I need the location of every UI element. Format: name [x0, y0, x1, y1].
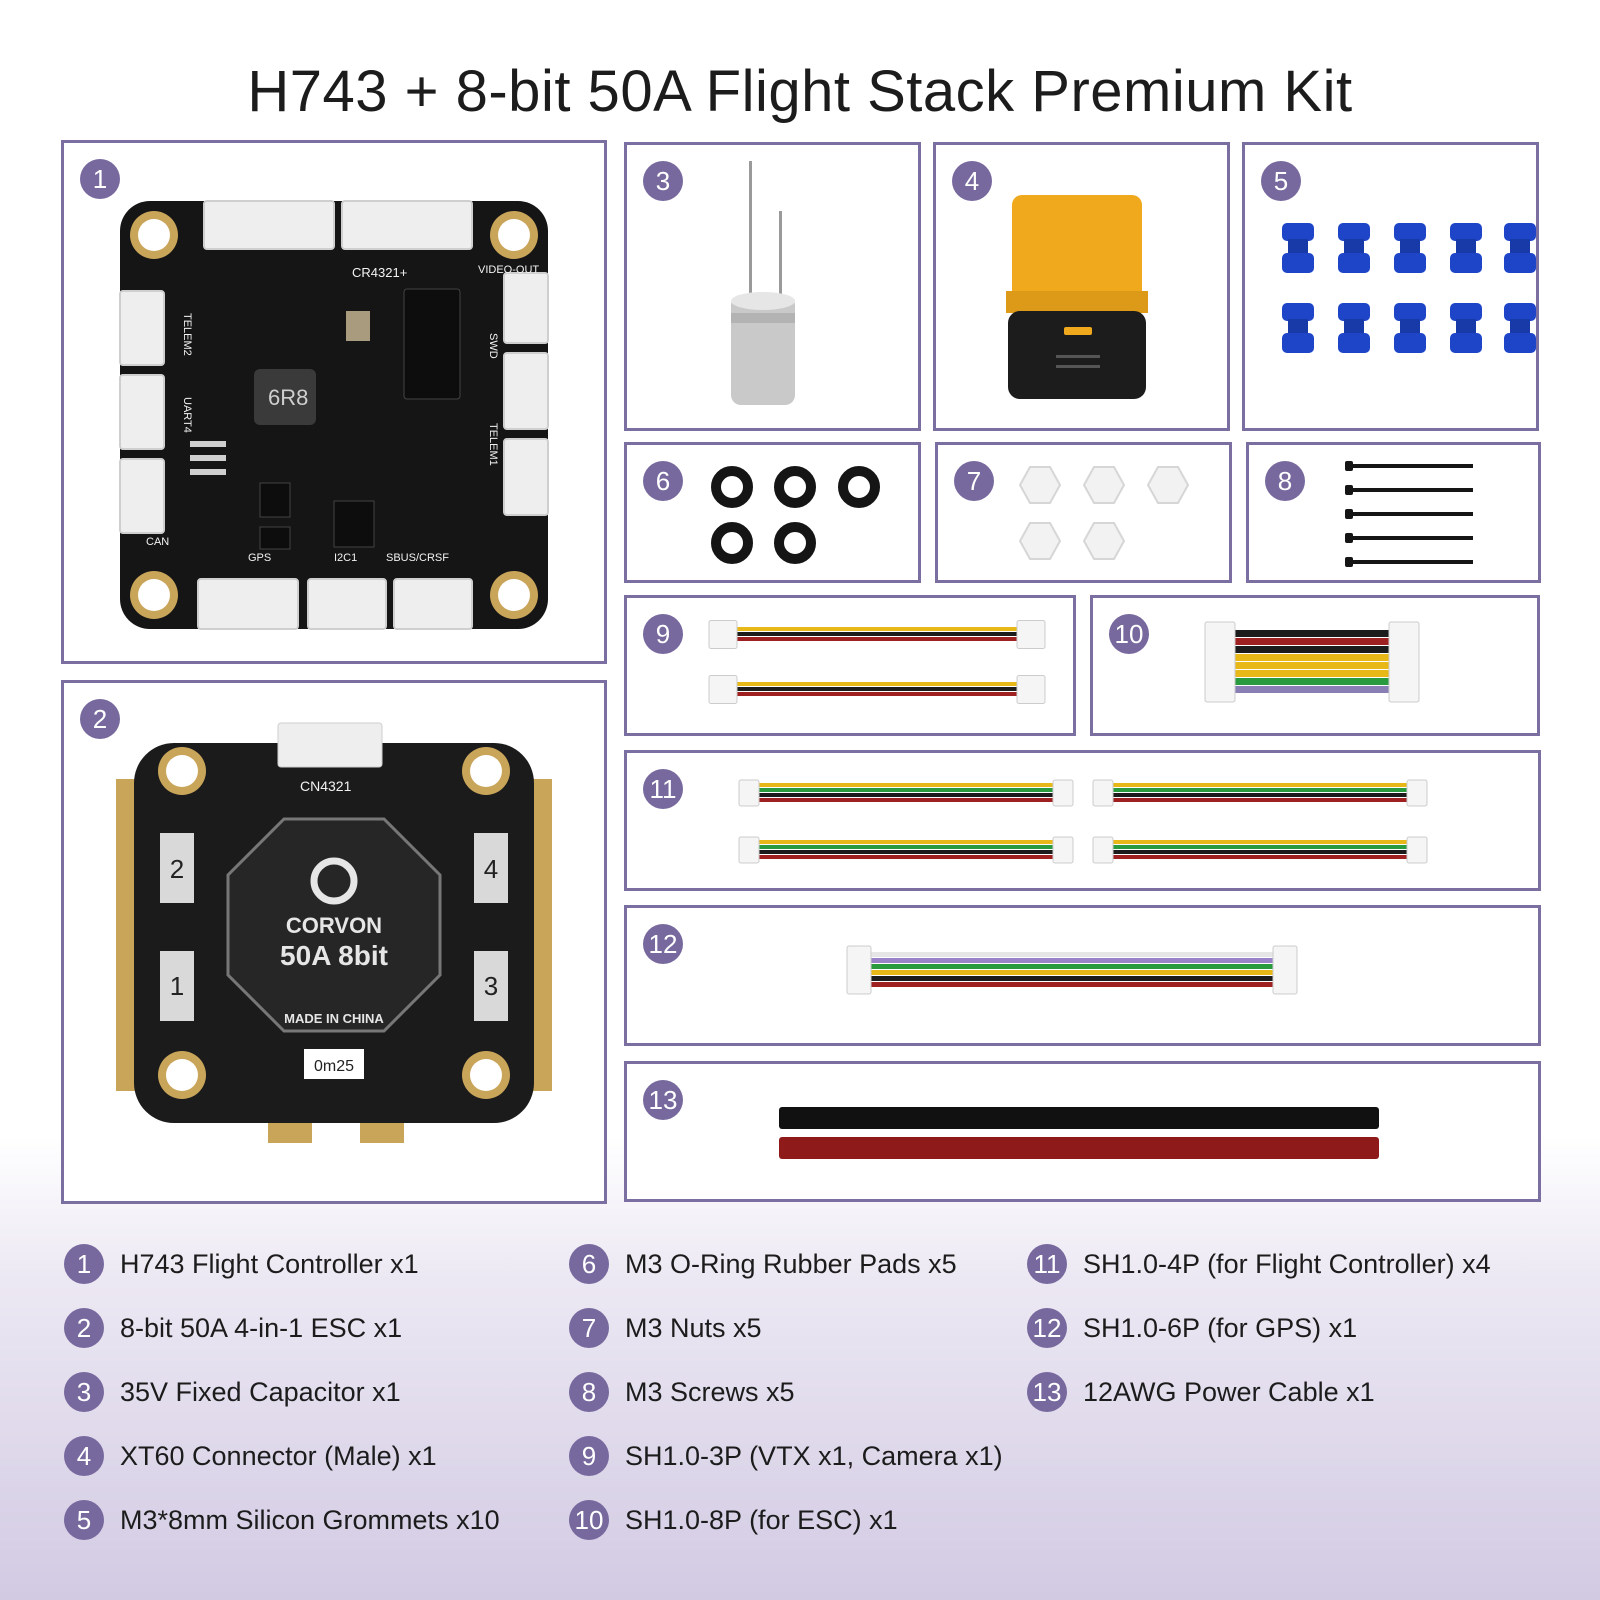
xt60-image [1006, 195, 1148, 399]
panel-1-badge: 1 [80, 159, 120, 199]
legend-badge: 8 [569, 1372, 609, 1412]
panel-cable-3p: 9 [624, 595, 1076, 736]
panel-10-badge: 10 [1109, 614, 1149, 654]
legend-text: SH1.0-8P (for ESC) x1 [625, 1504, 898, 1535]
legend-item-10: 10 SH1.0-8P (for ESC) x1 [569, 1500, 898, 1540]
silk-telem2: TELEM2 [181, 313, 193, 356]
panel-cable-6p: 12 [624, 905, 1541, 1046]
panel-2-badge: 2 [80, 699, 120, 739]
panel-12-badge: 12 [643, 924, 683, 964]
legend-badge: 9 [569, 1436, 609, 1476]
silk-can: CAN [146, 536, 169, 548]
legend-text: M3*8mm Silicon Grommets x10 [120, 1504, 500, 1535]
legend-item-13: 13 12AWG Power Cable x1 [1027, 1372, 1375, 1412]
legend-badge: 1 [64, 1244, 104, 1284]
screws-image [1345, 461, 1473, 567]
legend-item-8: 8 M3 Screws x5 [569, 1372, 795, 1412]
power-cable-image [779, 1107, 1379, 1159]
o-rings-image [711, 466, 880, 564]
legend-text: 8-bit 50A 4-in-1 ESC x1 [120, 1312, 403, 1343]
legend-text: 35V Fixed Capacitor x1 [120, 1376, 401, 1407]
panel-6-badge: 6 [643, 461, 683, 501]
legend-item-12: 12 SH1.0-6P (for GPS) x1 [1027, 1308, 1357, 1348]
silk-telem1: TELEM1 [487, 423, 499, 466]
legend-item-5: 5 M3*8mm Silicon Grommets x10 [64, 1500, 500, 1540]
esc-pad-2: 2 [170, 854, 184, 884]
legend-item-2: 2 8-bit 50A 4-in-1 ESC x1 [64, 1308, 402, 1348]
legend-badge: 12 [1027, 1308, 1067, 1348]
panel-cable-8p: 10 [1090, 595, 1540, 736]
page-title: H743 + 8-bit 50A Flight Stack Premium Ki… [247, 59, 1353, 124]
legend-item-11: 11 SH1.0-4P (for Flight Controller) x4 [1027, 1244, 1491, 1284]
legend-badge: 5 [64, 1500, 104, 1540]
legend-item-9: 9 SH1.0-3P (VTX x1, Camera x1) [569, 1436, 1003, 1476]
legend-badge: 11 [1027, 1244, 1067, 1284]
esc-rating: 50A 8bit [280, 940, 388, 971]
legend-text: H743 Flight Controller x1 [120, 1248, 419, 1279]
legend-item-1: 1 H743 Flight Controller x1 [64, 1244, 419, 1284]
esc-pad-1: 1 [170, 971, 184, 1001]
panel-8-badge: 8 [1265, 461, 1305, 501]
legend-badge: 13 [1027, 1372, 1067, 1412]
panel-screws: 8 [1246, 442, 1541, 583]
legend-item-6: 6 M3 O-Ring Rubber Pads x5 [569, 1244, 957, 1284]
legend-item-7: 7 M3 Nuts x5 [569, 1308, 762, 1348]
cable-3p-image [708, 620, 1046, 704]
panel-esc: CN4321 CORVON 50A 8bit MADE IN CHINA 2 4… [61, 680, 607, 1204]
esc-cap-label: 0m25 [314, 1058, 354, 1075]
esc-pad-4: 4 [484, 854, 498, 884]
capacitor-image [731, 161, 795, 405]
silk-inductor: 6R8 [268, 385, 308, 410]
panel-flight-controller: CR4321+ VIDEO-OUT TELEM2 UART4 CAN GPS I… [61, 140, 607, 664]
panel-xt60: 4 [933, 142, 1230, 431]
panel-4-badge: 4 [952, 161, 992, 201]
cable-6p-image [846, 945, 1298, 995]
panel-power-cable: 13 [624, 1061, 1541, 1202]
silk-gps: GPS [248, 552, 271, 564]
esc-image: CN4321 CORVON 50A 8bit MADE IN CHINA 2 4… [116, 722, 552, 1143]
legend-text: SH1.0-3P (VTX x1, Camera x1) [625, 1440, 1003, 1471]
panel-o-rings: 6 [624, 442, 921, 583]
legend-text: SH1.0-4P (for Flight Controller) x4 [1083, 1248, 1491, 1279]
legend-text: M3 Nuts x5 [625, 1312, 762, 1343]
panel-nuts: 7 [935, 442, 1232, 583]
esc-made-in: MADE IN CHINA [284, 1011, 384, 1026]
legend-text: XT60 Connector (Male) x1 [120, 1440, 437, 1471]
panel-13-badge: 13 [643, 1080, 683, 1120]
panel-7-badge: 7 [954, 461, 994, 501]
legend-text: M3 Screws x5 [625, 1376, 795, 1407]
panel-9-badge: 9 [643, 614, 683, 654]
cable-8p-image [1204, 621, 1420, 703]
panel-11-badge: 11 [643, 769, 683, 809]
legend-badge: 10 [569, 1500, 609, 1540]
silk-esc-model: CN4321 [300, 778, 352, 794]
legend-text: M3 O-Ring Rubber Pads x5 [625, 1248, 957, 1279]
esc-pad-3: 3 [484, 971, 498, 1001]
legend-badge: 3 [64, 1372, 104, 1412]
silk-video-out: VIDEO-OUT [478, 264, 539, 276]
panel-grommets: 5 [1242, 142, 1539, 431]
silk-i2c1: I2C1 [334, 552, 357, 564]
panel-cable-4p: 11 [624, 750, 1541, 891]
legend-text: 12AWG Power Cable x1 [1083, 1376, 1375, 1407]
legend-badge: 6 [569, 1244, 609, 1284]
grommets-image [1282, 223, 1536, 353]
legend-text: SH1.0-6P (for GPS) x1 [1083, 1312, 1358, 1343]
silk-model: CR4321+ [352, 265, 407, 280]
legend-badge: 7 [569, 1308, 609, 1348]
legend-item-3: 3 35V Fixed Capacitor x1 [64, 1372, 401, 1412]
legend-badge: 4 [64, 1436, 104, 1476]
panel-5-badge: 5 [1261, 161, 1301, 201]
panel-capacitor: 3 [624, 142, 921, 431]
silk-swd: SWD [487, 333, 499, 359]
legend-item-4: 4 XT60 Connector (Male) x1 [64, 1436, 437, 1476]
panel-3-badge: 3 [643, 161, 683, 201]
silk-uart4: UART4 [181, 397, 193, 433]
legend-badge: 2 [64, 1308, 104, 1348]
esc-brand: CORVON [286, 913, 382, 938]
cable-4p-image [738, 779, 1428, 864]
nuts-image [1018, 466, 1190, 560]
flight-controller-image: CR4321+ VIDEO-OUT TELEM2 UART4 CAN GPS I… [119, 200, 549, 630]
silk-sbus: SBUS/CRSF [386, 552, 449, 564]
